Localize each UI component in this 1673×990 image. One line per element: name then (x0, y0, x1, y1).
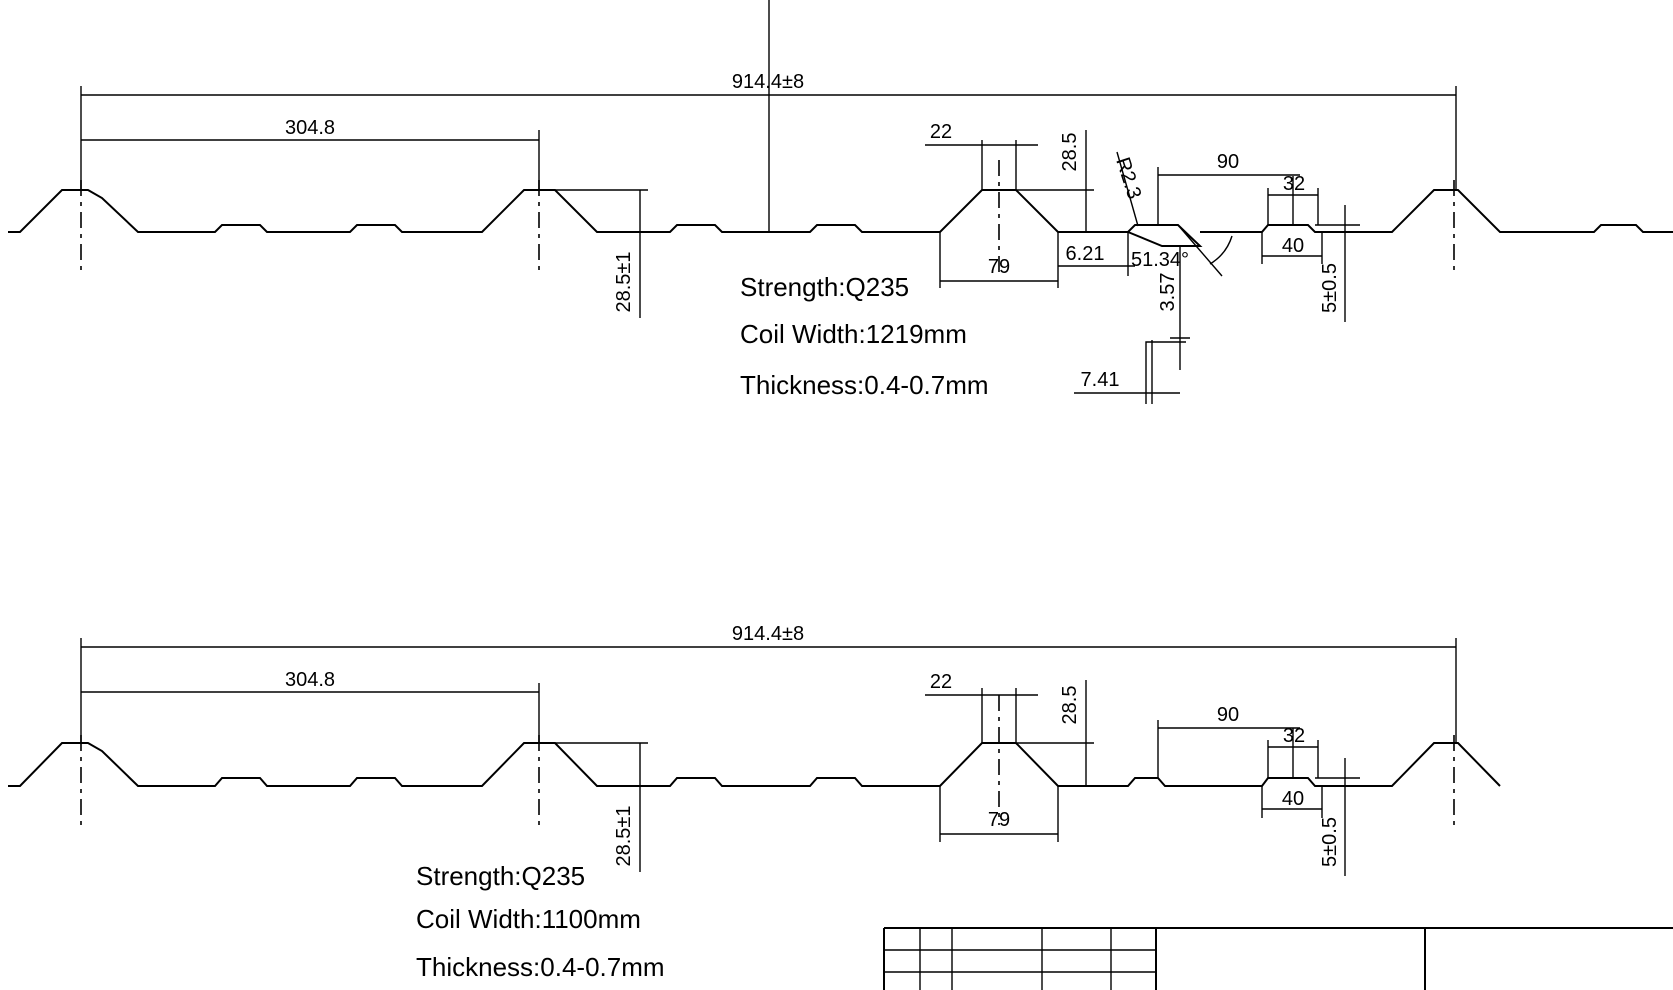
rib-height-dim: 28.5 (1059, 133, 1081, 172)
rib-top-dim-2: 22 (930, 671, 952, 693)
profile-2: 914.4±8 304.8 28.5±1 22 28.5 79 90 32 40 (8, 623, 1501, 982)
radius-dim: R2.3 (1111, 155, 1145, 202)
height-tol-dim: 28.5±1 (613, 251, 635, 312)
stiffener-depth-dim: 3.57 (1157, 273, 1179, 312)
note-coil-width-2: Coil Width:1100mm (416, 904, 641, 934)
height-tol-dim-2: 28.5±1 (613, 805, 635, 866)
note-strength: Strength:Q235 (740, 272, 909, 302)
angle-dim: 51.34° (1131, 249, 1189, 271)
note-strength-2: Strength:Q235 (416, 861, 585, 891)
rib-top-dim: 22 (930, 121, 952, 143)
groove-width-dim-2: 40 (1282, 788, 1304, 810)
groove-top-dim-2: 32 (1283, 725, 1305, 747)
rib-height-dim-2: 28.5 (1059, 686, 1081, 725)
title-block (883, 927, 1673, 990)
groove-top-dim: 32 (1283, 173, 1305, 195)
note-coil-width: Coil Width:1219mm (740, 319, 967, 349)
groove-depth-dim-2: 5±0.5 (1319, 817, 1341, 867)
profile-1: 914.4±8 304.8 28.5±1 22 28.5 79 6.21 R2.… (8, 0, 1673, 404)
groove-span-dim: 90 (1217, 151, 1239, 173)
groove-span-dim-2: 90 (1217, 704, 1239, 726)
rib-bottom-dim-2: 79 (988, 809, 1010, 831)
rib-bottom-dim: 79 (988, 256, 1010, 278)
overall-width-dim-2: 914.4±8 (732, 623, 804, 645)
stiffener-detail-dim: 7.41 (1081, 369, 1120, 391)
profile-2-outline (8, 742, 1501, 787)
pitch-dim-2: 304.8 (285, 669, 335, 691)
pitch-dim: 304.8 (285, 117, 335, 139)
offset-dim: 6.21 (1066, 243, 1105, 265)
groove-width-dim: 40 (1282, 235, 1304, 257)
note-thickness: Thickness:0.4-0.7mm (740, 370, 989, 400)
overall-width-dim: 914.4±8 (732, 71, 804, 93)
profile-1-outline (8, 189, 1203, 247)
note-thickness-2: Thickness:0.4-0.7mm (416, 952, 665, 982)
groove-depth-dim: 5±0.5 (1319, 263, 1341, 313)
